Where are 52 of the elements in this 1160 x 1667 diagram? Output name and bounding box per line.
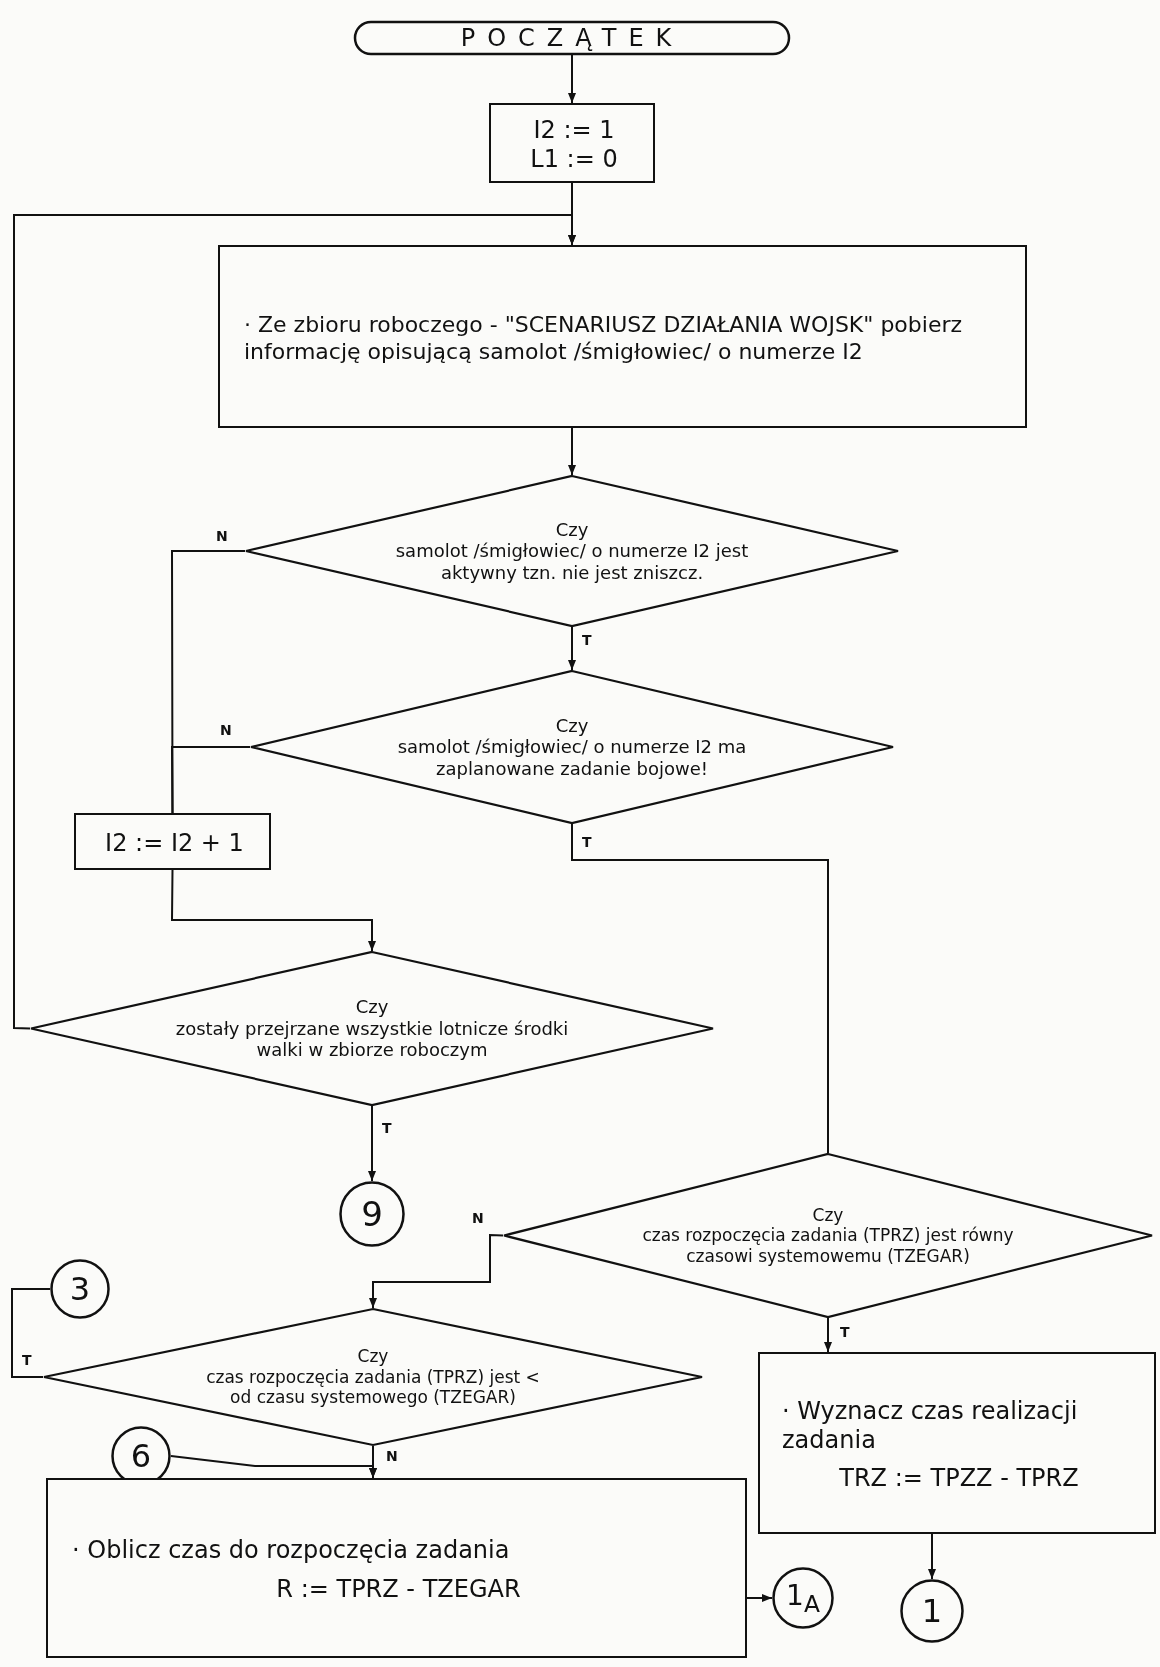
condition-text: czas rozpoczęcia zadania (TPRZ) jest < od czasu systemowego (TZEGAR) [205,1366,541,1408]
flow-arrow [171,869,376,952]
edge-label: T [20,1352,34,1368]
flow-arrow [824,1317,832,1353]
condition-text: czas rozpoczęcia zadania (TPRZ) jest równy czasowi systemowemu (TZEGAR) [641,1225,1015,1267]
process-box [46,1478,747,1658]
connector-number: 1 [921,1591,943,1631]
edge-label: N [218,722,234,738]
edge-label: T [580,632,594,648]
connector-number: 6 [130,1436,152,1476]
edge-label: T [580,834,594,850]
flow-arrow [13,214,576,1030]
process-text: · Wyznacz czas realizacji zadania [782,1396,1079,1455]
edge-label: T [838,1324,852,1340]
flow-line [171,746,251,814]
flow-arrow [746,1594,773,1602]
formula-text: R := TPRZ - TZEGAR [275,1575,522,1604]
process-box [74,813,271,870]
edge-label: N [214,528,230,544]
connector-number: 3 [69,1269,91,1309]
formula-text: TRZ := TPZZ - TPRZ [838,1464,1080,1494]
flow-arrow [368,1105,376,1182]
flow-arrow [928,1533,936,1580]
edge-label: N [470,1210,486,1226]
flow-arrow [568,626,576,671]
assignment-text: I2 := 1 [533,116,615,145]
flow-line [11,1288,51,1378]
edge-label: N [384,1448,400,1464]
edge-label: T [380,1120,394,1136]
process-box [758,1352,1156,1534]
question-word: Czy [355,996,389,1018]
terminal-label: POCZĄTEK [460,23,684,53]
process-box [218,245,1027,428]
condition-text: zostały przejrzane wszystkie lotnicze środki walki w zbiorze roboczym [174,1017,570,1061]
assignment-text: I2 := I2 + 1 [105,829,244,858]
question-word: Czy [357,1346,389,1367]
process-text: · Ze zbioru roboczego - "SCENARIUSZ DZIAŁANIA WOJSK" pobierz informację opisującą samolot /śmigłowiec/ o numerze I2 [244,312,964,365]
process-text: · Oblicz czas do rozpoczęcia zadania [72,1536,511,1565]
flow-arrow [170,1455,377,1479]
flow-arrow [369,1233,504,1309]
flow-line [571,823,829,1154]
process-box [489,103,655,183]
question-word: Czy [812,1204,844,1226]
condition-text: samolot /śmigłowiec/ o numerze I2 ma zaplanowane zadanie bojowe! [396,736,748,780]
assignment-text: L1 := 0 [530,145,618,174]
connector-number: 9 [361,1193,383,1235]
question-word: Czy [555,518,589,541]
flow-arrow [568,54,576,104]
connector-number: 1$_{A}$ [786,1578,820,1618]
question-word: Czy [555,714,589,737]
flow-arrow [568,427,576,476]
condition-text: samolot /śmigłowiec/ o numerze I2 jest aktywny tzn. nie jest zniszcz. [394,540,750,584]
